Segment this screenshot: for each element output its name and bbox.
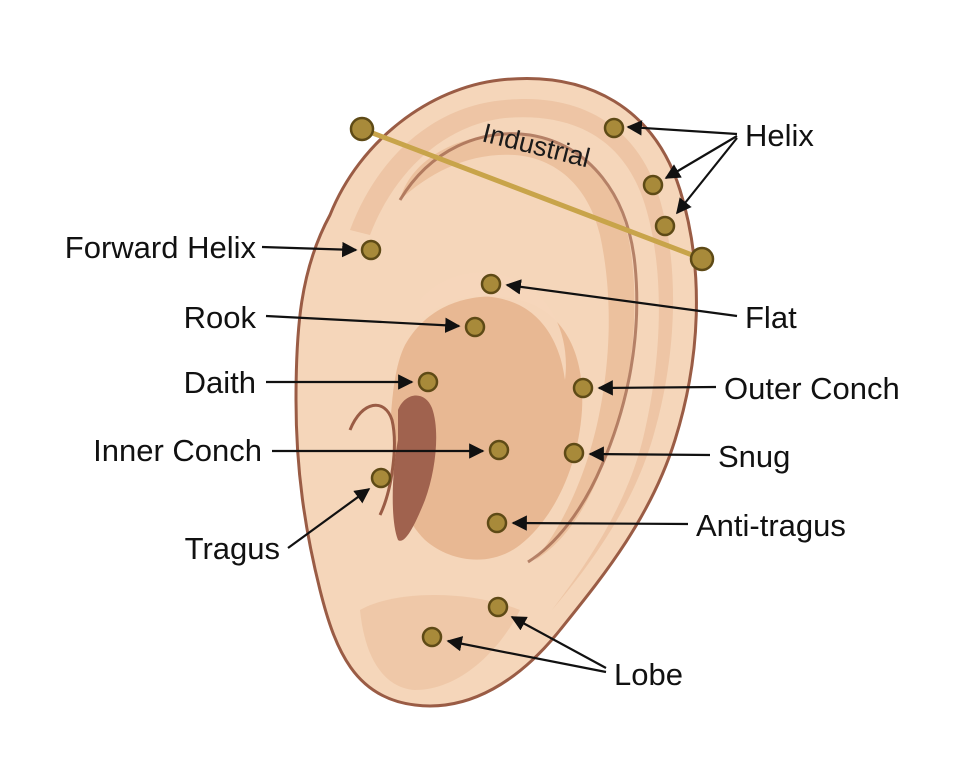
daith-stud (417, 371, 439, 393)
helix-leader-1 (626, 120, 738, 136)
forward-helix-label: Forward Helix (65, 230, 257, 265)
helix-stud-lower (654, 215, 676, 237)
lobe-leader-1 (510, 616, 607, 669)
rook-label: Rook (184, 300, 257, 335)
lobe-stud-lower (421, 626, 443, 648)
tragus-label: Tragus (185, 531, 280, 566)
outer-conch-leader (597, 380, 717, 396)
snug-stud (563, 442, 585, 464)
outer-conch-label: Outer Conch (724, 371, 900, 406)
leader-lines (261, 120, 738, 674)
ear-illustration (294, 77, 698, 708)
outer-conch-stud (572, 377, 594, 399)
concha-bowl (389, 296, 583, 560)
rook-stud (464, 316, 486, 338)
anti-tragus-leader (511, 515, 689, 531)
forward-helix-leader (261, 241, 358, 258)
forward-helix-stud (360, 239, 382, 261)
helix-leader-3 (676, 137, 738, 215)
tragus-leader (287, 488, 371, 549)
flat-stud (480, 273, 502, 295)
labels: Helix Forward Helix Rook Flat Daith Oute… (65, 118, 900, 692)
anti-tragus-label: Anti-tragus (696, 508, 846, 543)
daith-label: Daith (184, 365, 256, 400)
antihelix-ridge (420, 272, 566, 380)
ear-outline (294, 77, 698, 708)
inner-helix-outline (398, 132, 639, 564)
inner-conch-label: Inner Conch (93, 433, 262, 468)
industrial-bead-left (349, 116, 375, 142)
helix-label: Helix (745, 118, 814, 153)
helix-stud-middle (642, 174, 664, 196)
tragus-outline (348, 403, 396, 516)
ear-canal (392, 395, 437, 541)
tragus-stud (370, 467, 392, 489)
helix-stud-upper (603, 117, 625, 139)
anti-tragus-stud (486, 512, 508, 534)
rook-leader (265, 314, 461, 333)
industrial-bead-right (689, 246, 715, 272)
helix-leader-2 (664, 135, 738, 179)
flat-leader (505, 279, 738, 318)
industrial-bar (359, 126, 703, 261)
lobe-label: Lobe (614, 657, 683, 692)
snug-label: Snug (718, 439, 790, 474)
lobe-stud-upper (487, 596, 509, 618)
lobe-leader-2 (446, 636, 607, 674)
snug-leader (588, 446, 711, 462)
inner-conch-stud (488, 439, 510, 461)
scapha-fold (400, 134, 635, 560)
piercing-studs (360, 117, 676, 648)
flat-label: Flat (745, 300, 797, 335)
